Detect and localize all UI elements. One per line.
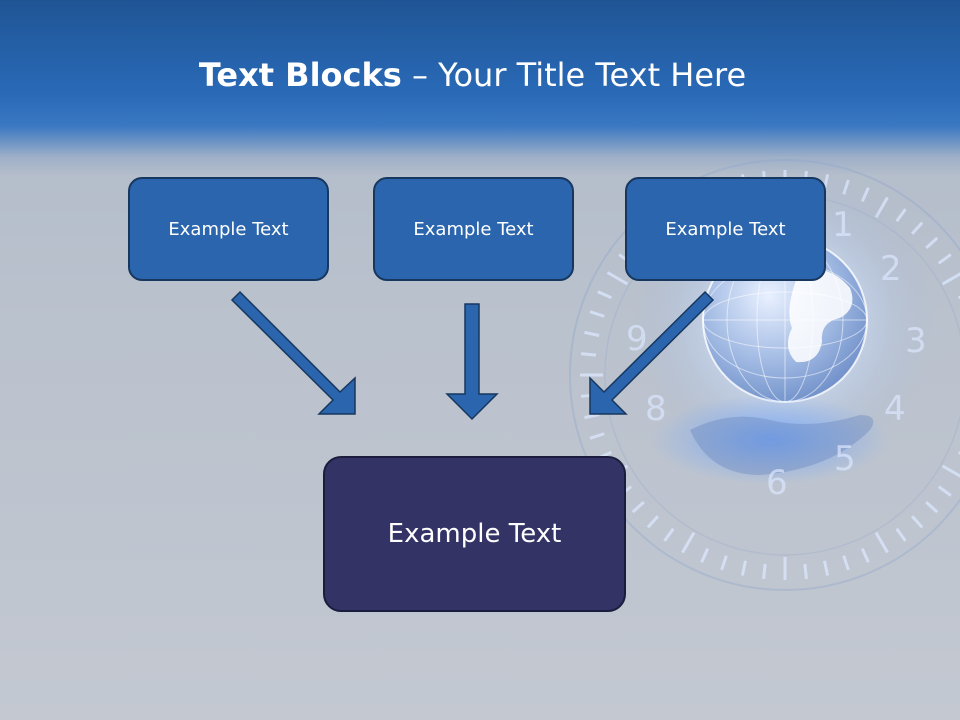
clock-tick: [941, 464, 960, 478]
clock-tick: [720, 555, 728, 571]
hand-shape: [690, 415, 874, 475]
continent-shape: [787, 268, 853, 363]
clock-tick: [580, 352, 597, 357]
clock-tick: [895, 208, 907, 223]
clock-tick: [597, 290, 613, 300]
clock-tick: [911, 515, 924, 529]
clock-numerals: 123 45 6 8 9: [626, 205, 927, 503]
clock-tick: [860, 547, 870, 563]
clock-tick: [631, 501, 645, 514]
clock-tick: [937, 485, 952, 497]
clock-tick: [681, 531, 696, 554]
clock-tick: [584, 330, 600, 337]
clock-tick: [874, 531, 889, 554]
clock-numeral: 9: [626, 319, 648, 359]
clock-numeral: 2: [880, 249, 902, 289]
clock-tick: [663, 527, 675, 542]
text-block-main-label: Example Text: [387, 519, 562, 549]
clock-tick: [762, 563, 767, 580]
text-block-1[interactable]: Example Text: [128, 177, 329, 281]
clock-tick: [646, 515, 659, 529]
clock-tick: [589, 310, 605, 318]
clock-tick: [584, 413, 600, 420]
clock-numeral: 6: [766, 463, 788, 503]
header-band: [0, 0, 960, 175]
clock-tick: [606, 271, 629, 286]
clock-tick: [925, 501, 939, 514]
clock-tick: [823, 560, 830, 576]
text-block-3[interactable]: Example Text: [625, 177, 826, 281]
clock-tick: [911, 221, 924, 235]
arrow-right-diagonal: [589, 290, 715, 415]
clock-numeral: 3: [905, 321, 927, 361]
arrow-left-diagonal: [230, 290, 356, 415]
title-rest: Your Title Text Here: [438, 56, 747, 94]
clock-tick: [895, 527, 907, 542]
clock-tick: [740, 560, 747, 576]
text-block-main[interactable]: Example Text: [323, 456, 626, 612]
arrow-center-down: [445, 303, 499, 421]
page-title: Text Blocks – Your Title Text Here: [0, 52, 945, 98]
hand-glow: [650, 395, 890, 485]
clock-tick: [589, 432, 605, 440]
clock-tick: [700, 547, 710, 563]
clock-tick: [941, 272, 960, 286]
clock-numeral: 1: [832, 205, 854, 245]
text-block-2-label: Example Text: [413, 218, 534, 240]
text-block-2[interactable]: Example Text: [373, 177, 574, 281]
clock-tick: [925, 236, 939, 249]
clock-tick: [842, 555, 850, 571]
text-block-3-label: Example Text: [665, 218, 786, 240]
clock-numeral: 8: [645, 389, 667, 429]
title-bold: Text Blocks: [198, 56, 402, 94]
title-dash: –: [401, 56, 439, 94]
clock-numeral: 5: [834, 439, 856, 479]
clock-tick: [937, 253, 952, 265]
text-block-1-label: Example Text: [168, 218, 289, 240]
clock-ring-outer: [569, 159, 960, 591]
clock-tick: [803, 563, 808, 580]
clock-numeral: 4: [884, 389, 906, 429]
